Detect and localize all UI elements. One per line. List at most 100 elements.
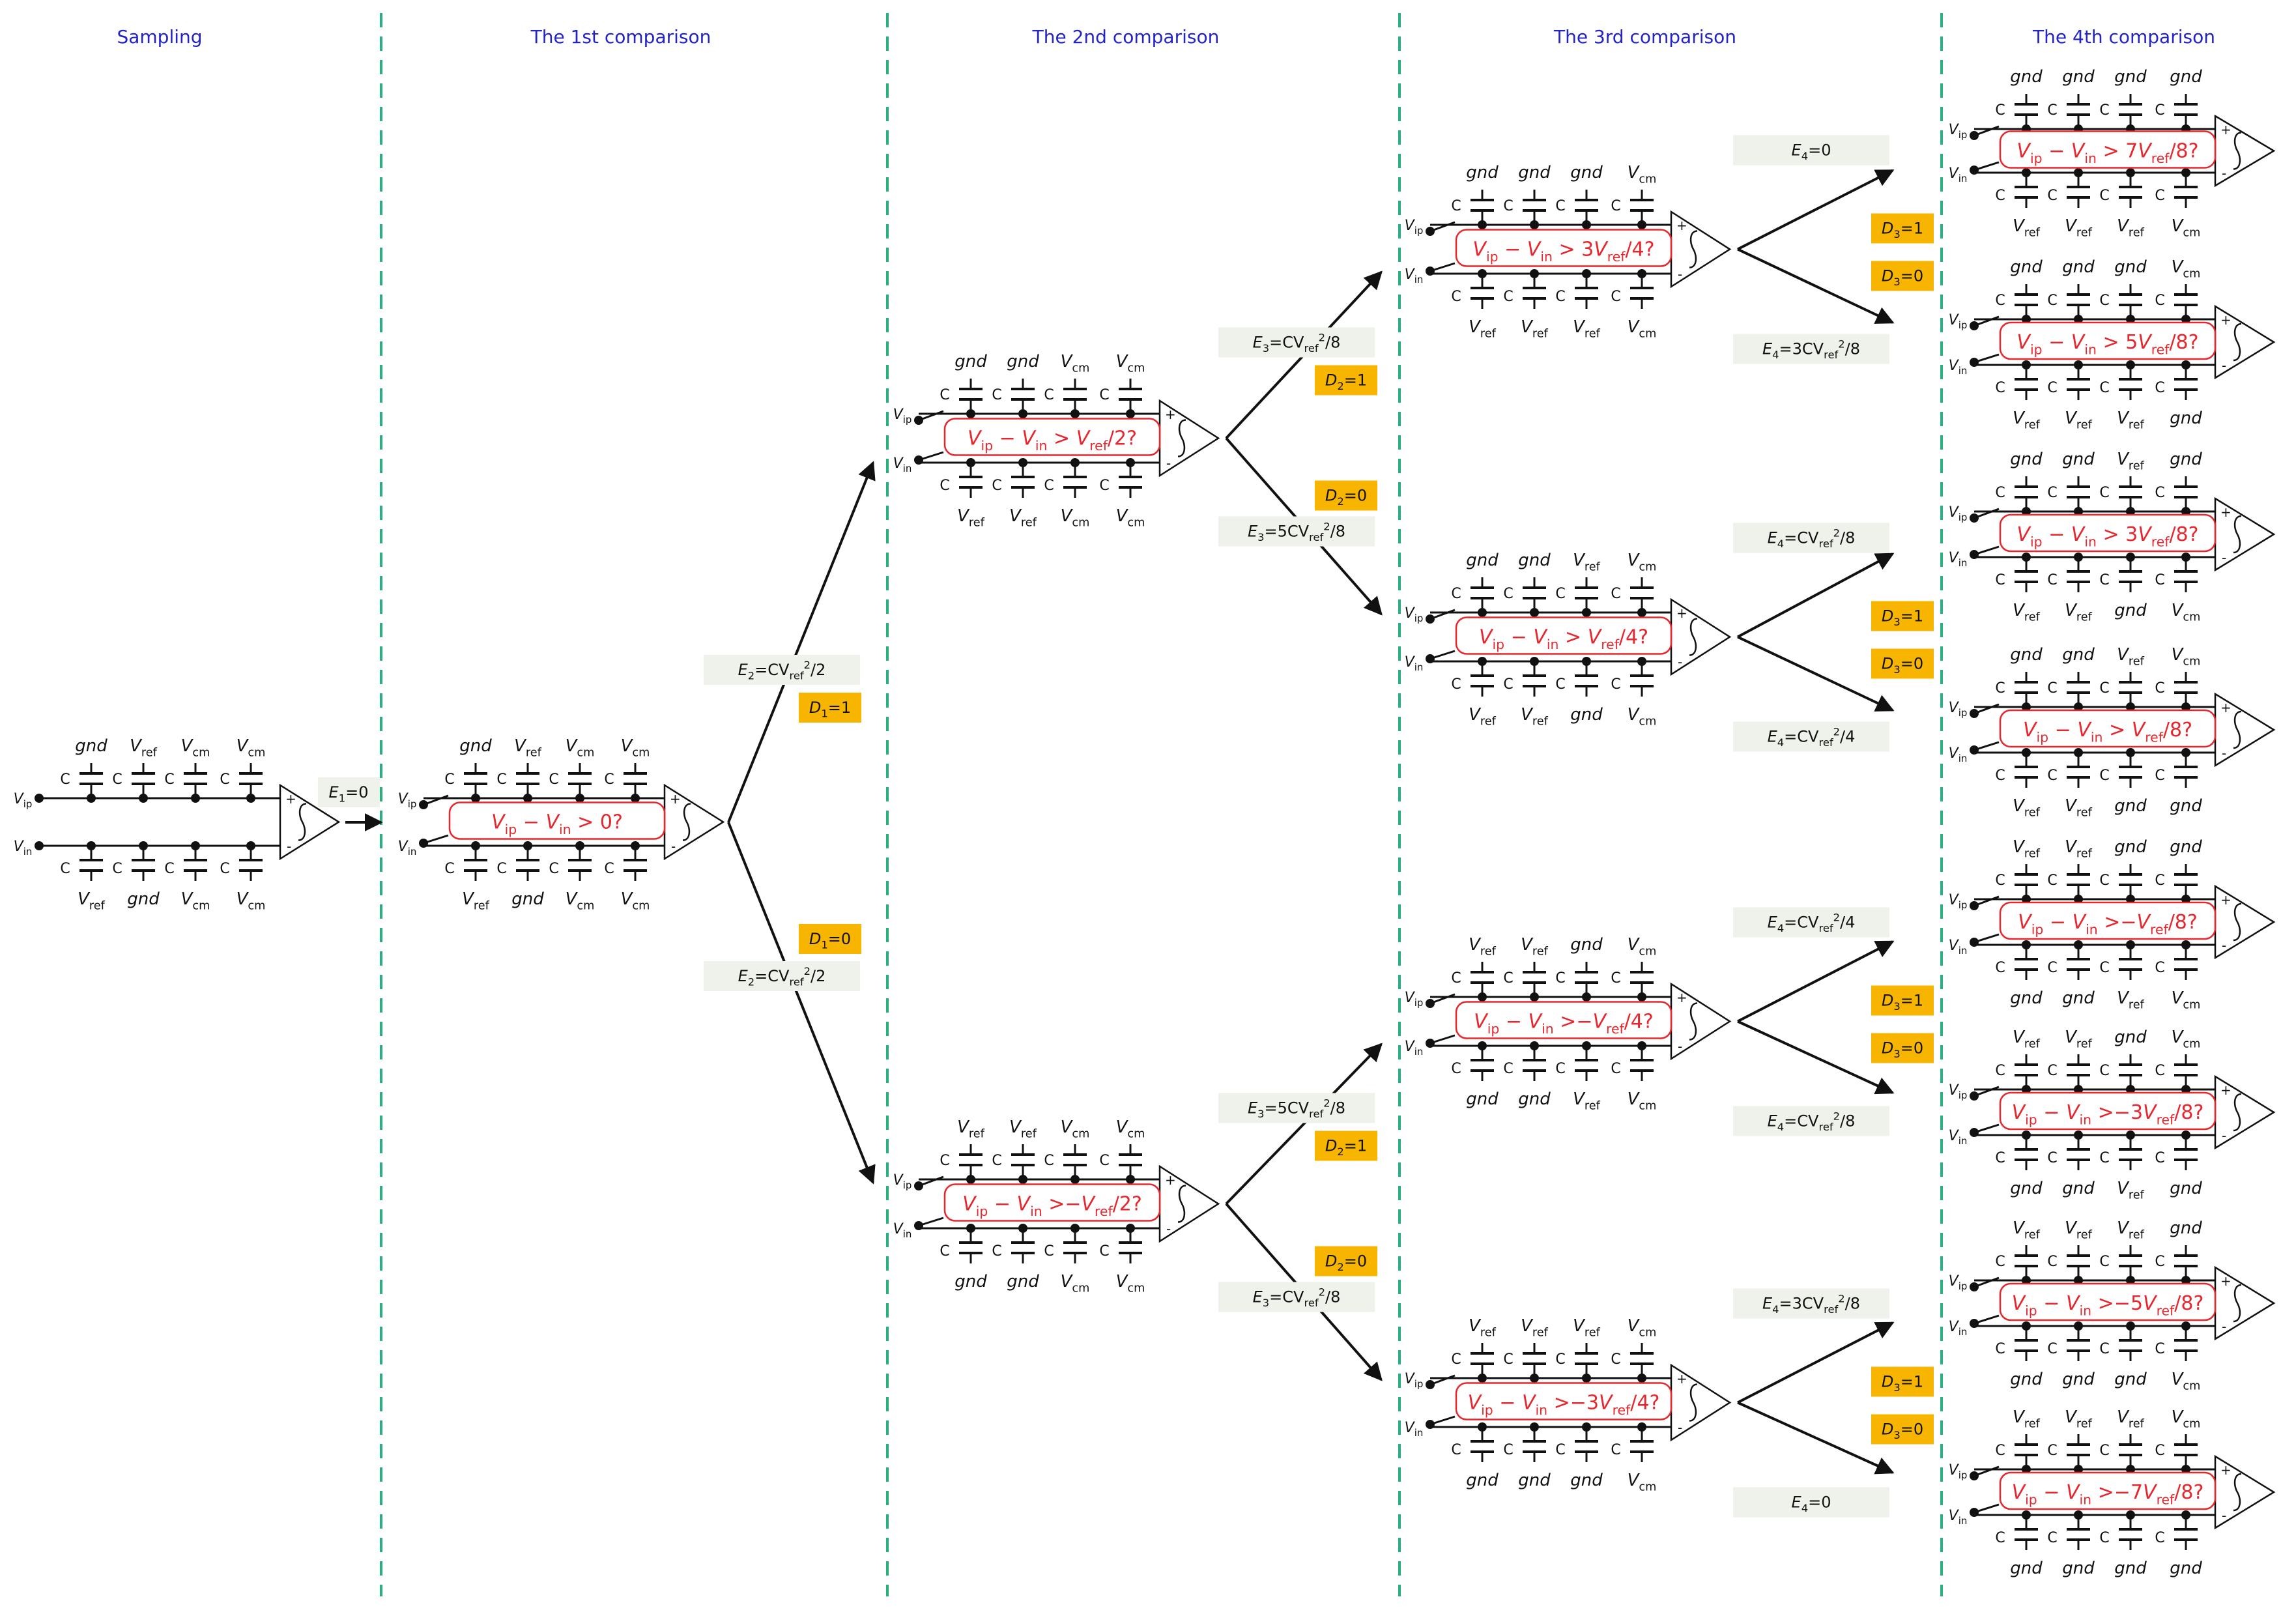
cap-c-label: C xyxy=(496,771,506,788)
capacitor-icon xyxy=(2015,476,2038,512)
capacitor-icon xyxy=(2067,173,2090,208)
node-dot xyxy=(35,794,44,803)
capacitor-icon xyxy=(2015,753,2038,788)
stage-title: The 2nd comparison xyxy=(1032,26,1220,48)
bottom-plate-voltage: Vcm xyxy=(566,889,595,912)
cdac-comparator-block: VipVinCCgndVrefCCgndVrefCCgndVrefCCgndVc… xyxy=(1949,67,2276,239)
comparator-plus: + xyxy=(1676,218,1687,233)
node-dot xyxy=(2074,1085,2083,1094)
cap-c-label: C xyxy=(2099,572,2109,588)
cap-c-label: C xyxy=(1555,586,1565,602)
cap-c-label: C xyxy=(1611,970,1620,987)
decision-box xyxy=(799,924,861,954)
branch-arrow xyxy=(1737,248,1895,324)
capacitor-icon xyxy=(1523,577,1546,612)
node-dot xyxy=(191,794,200,803)
integrator-icon xyxy=(682,803,691,841)
capacitor-icon xyxy=(2015,284,2038,319)
node-dot xyxy=(1530,657,1539,666)
capacitor-icon xyxy=(2067,1326,2090,1361)
cdac-comparator-block: VipVinCCgndVrefCCgndVrefCCVrefgndCCgndVc… xyxy=(1949,450,2276,624)
node-dot xyxy=(2074,702,2083,712)
capacitor-icon xyxy=(2119,1326,2142,1361)
cap-c-label: C xyxy=(1995,960,2005,976)
node-dot xyxy=(1530,608,1539,617)
bottom-plate-voltage: gnd xyxy=(2010,1370,2043,1389)
top-plate-voltage: gnd xyxy=(2170,450,2202,469)
condition-label: Vip − Vin >−3Vref/4? xyxy=(1468,1392,1660,1418)
node-dot xyxy=(2022,1131,2031,1140)
cap-c-label: C xyxy=(1503,970,1513,987)
capacitor-icon xyxy=(2174,173,2198,208)
node-dot xyxy=(2181,168,2190,177)
energy-box xyxy=(704,655,860,685)
node-dot xyxy=(1018,1175,1027,1184)
top-plate-voltage: Vcm xyxy=(566,736,595,759)
capacitor-icon xyxy=(2067,94,2090,129)
comparator-minus: - xyxy=(671,839,676,854)
comparator-minus: - xyxy=(287,839,291,854)
vin-label: Vin xyxy=(1405,1039,1424,1058)
energy-box xyxy=(1733,1288,1889,1319)
vip-label: Vip xyxy=(1949,892,1968,911)
node-dot xyxy=(1126,409,1135,418)
vip-label: Vip xyxy=(893,407,912,425)
cap-c-label: C xyxy=(1555,970,1565,987)
capacitor-icon xyxy=(239,846,263,881)
cap-c-label: C xyxy=(1995,768,2005,784)
condition-box xyxy=(1999,709,2217,748)
cap-c-label: C xyxy=(2099,102,2109,119)
integrator-icon xyxy=(2233,710,2242,749)
integrator-icon xyxy=(2233,132,2242,170)
top-plate-voltage: gnd xyxy=(2114,67,2147,87)
node-dot xyxy=(2022,315,2031,324)
bottom-plate-voltage: gnd xyxy=(2062,1559,2095,1578)
bottom-plate-voltage: gnd xyxy=(2114,1559,2147,1578)
top-plate-voltage: gnd xyxy=(1466,551,1499,570)
node-dot xyxy=(1637,1374,1646,1383)
sample-switch xyxy=(918,410,944,422)
node-dot xyxy=(2126,940,2135,949)
bottom-plate-voltage: Vref xyxy=(1469,705,1497,728)
capacitor-icon xyxy=(1471,661,1494,697)
node-dot xyxy=(1582,1374,1591,1383)
cap-c-label: C xyxy=(2047,572,2057,588)
sample-switch xyxy=(1973,1086,2000,1097)
bottom-plate-voltage: Vref xyxy=(1521,317,1549,340)
cap-c-label: C xyxy=(2099,1254,2109,1270)
cap-c-label: C xyxy=(1503,1061,1513,1077)
cap-c-label: C xyxy=(1099,387,1109,403)
condition-box xyxy=(1455,1382,1672,1420)
vin-label: Vin xyxy=(1405,267,1424,285)
cap-c-label: C xyxy=(1555,1351,1565,1368)
cap-c-label: C xyxy=(496,861,506,877)
cap-c-label: C xyxy=(2099,1530,2109,1546)
cap-c-label: C xyxy=(1451,586,1461,602)
capacitor-icon xyxy=(2119,365,2142,400)
cap-c-label: C xyxy=(2099,485,2109,501)
cap-c-label: C xyxy=(1503,289,1513,305)
cap-c-label: C xyxy=(60,771,70,788)
capacitor-icon xyxy=(2174,1245,2198,1280)
bottom-plate-voltage: gnd xyxy=(1570,705,1603,725)
node-dot xyxy=(1478,220,1487,229)
bottom-plate-voltage: gnd xyxy=(954,1272,987,1291)
node-dot xyxy=(2022,1510,2031,1520)
top-plate-voltage: Vref xyxy=(1521,1316,1549,1339)
capacitor-icon xyxy=(2067,1515,2090,1550)
branch-arrow xyxy=(1737,1020,1895,1095)
comparator-minus: - xyxy=(2222,166,2226,181)
cap-c-label: C xyxy=(2155,380,2164,396)
bottom-plate-voltage: Vref xyxy=(1009,506,1037,529)
bottom-plate-voltage: Vref xyxy=(2013,216,2041,239)
integrator-icon xyxy=(2233,902,2242,942)
capacitor-icon xyxy=(2174,1434,2198,1469)
cap-c-label: C xyxy=(1451,1442,1461,1458)
cap-c-label: C xyxy=(2099,188,2109,204)
node-dot xyxy=(2022,748,2031,757)
node-dot xyxy=(2022,168,2031,177)
node-dot xyxy=(2074,748,2083,757)
comparator-minus: - xyxy=(2222,745,2226,761)
condition-label: Vip − Vin > 0? xyxy=(491,811,623,837)
condition-box xyxy=(1999,130,2217,169)
